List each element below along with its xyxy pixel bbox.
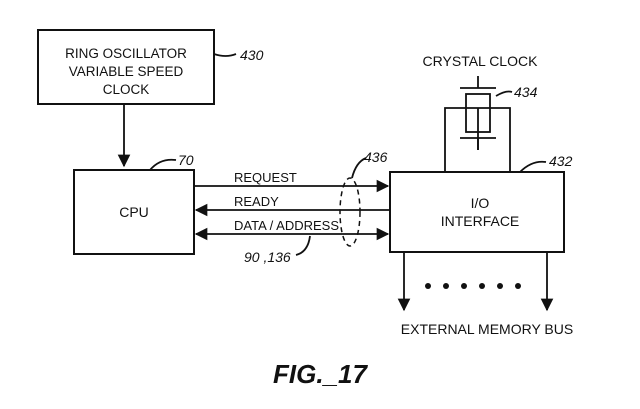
external-bus-label: EXTERNAL MEMORY BUS — [401, 321, 573, 337]
signal-group-ellipse — [339, 177, 361, 247]
bus-ref-leader — [295, 235, 311, 256]
io-interface-box — [389, 171, 565, 253]
cpu-ref-leader — [149, 158, 177, 171]
io-interface-block: I/O INTERFACE — [389, 171, 565, 253]
io-ref-leader — [519, 160, 547, 173]
ring-oscillator-box — [37, 29, 215, 105]
signal-group-ref-leader — [351, 157, 367, 179]
io-interface-line-2: INTERFACE — [441, 213, 520, 229]
ring-oscillator-ref-leader — [213, 53, 237, 57]
crystal-ref-leader — [495, 90, 513, 97]
cpu-block: CPU — [73, 169, 195, 255]
crystal-to-io-wires — [444, 107, 511, 172]
crystal-clock-label: CRYSTAL CLOCK — [423, 53, 539, 69]
io-interface-ref: 432 — [549, 153, 573, 169]
cpu-ref: 70 — [178, 152, 194, 168]
cpu-label: CPU — [119, 204, 149, 220]
ring-oscillator-line-2: VARIABLE SPEED — [69, 64, 184, 79]
signal-group-ref: 436 — [364, 149, 388, 165]
data-address-label: DATA / ADDRESS — [234, 218, 339, 233]
ring-oscillator-block: RING OSCILLATOR VARIABLE SPEED CLOCK — [37, 29, 215, 105]
bus-ref: 90 ,136 — [244, 249, 291, 265]
ready-label: READY — [234, 194, 279, 209]
io-interface-line-1: I/O — [471, 195, 490, 211]
bus-ellipsis-dots — [425, 283, 521, 289]
figure-caption: FIG._17 — [273, 359, 368, 389]
request-label: REQUEST — [234, 170, 297, 185]
ring-oscillator-ref: 430 — [240, 47, 264, 63]
crystal-clock-ref: 434 — [514, 84, 538, 100]
ring-oscillator-line-3: CLOCK — [103, 82, 150, 97]
cpu-box — [73, 169, 195, 255]
ring-oscillator-line-1: RING OSCILLATOR — [65, 46, 187, 61]
